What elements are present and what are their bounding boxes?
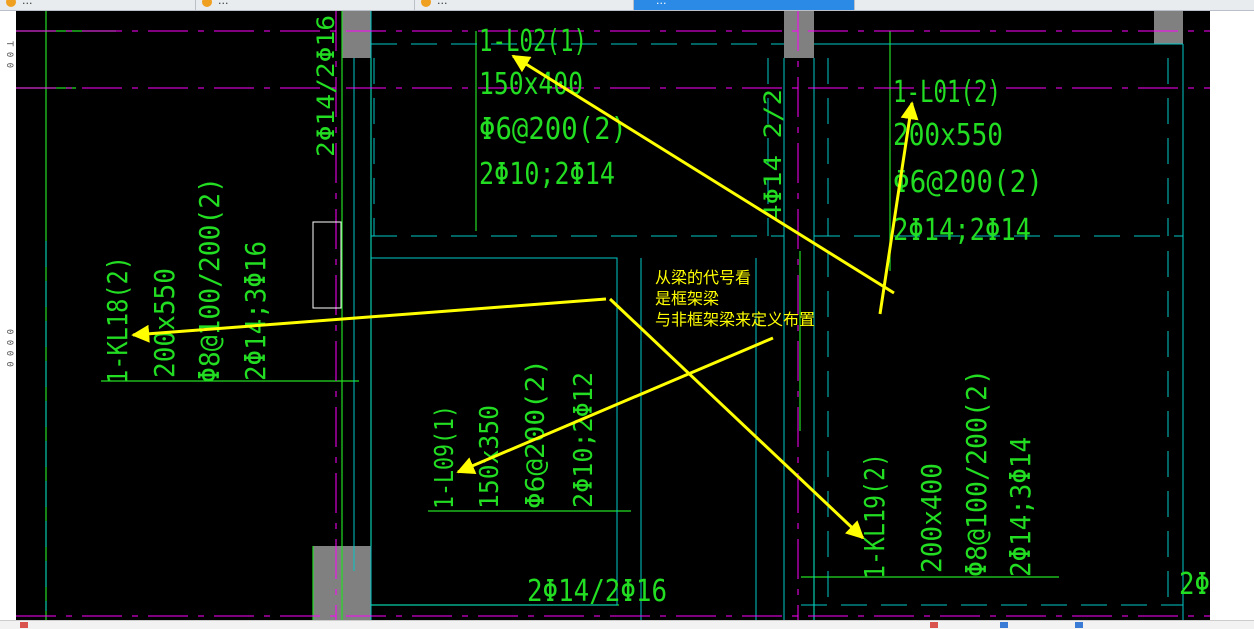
beam-l01-rebar: 2Φ14;2Φ14	[893, 213, 1031, 248]
column-block	[784, 11, 814, 58]
arrow-to-kl18	[131, 297, 607, 343]
magenta-lines	[16, 11, 1210, 620]
tab-favicon-icon	[202, 0, 212, 7]
annotation-line-2: 是框架梁	[655, 289, 719, 308]
beam-l02-size: 150x400	[479, 67, 583, 102]
beam-l02-rebar: 2Φ10;2Φ14	[479, 157, 615, 192]
browser-tab-2[interactable]: ...	[196, 0, 415, 10]
canvas-background	[16, 11, 1210, 620]
browser-tab-bar: ... ... ... ...	[0, 0, 1254, 11]
tab-favicon-icon	[421, 0, 431, 7]
arrow-to-l01	[878, 101, 919, 315]
annotation-note: 从梁的代号看 是框架梁 与非框架梁来定义布置	[655, 268, 815, 329]
beam-kl19-rebar: 2Φ14;3Φ14	[1004, 437, 1037, 577]
beam-kl18-name: 1-KL18(2)	[101, 256, 134, 384]
annotation-arrows	[131, 54, 919, 540]
column-block	[342, 11, 371, 58]
beam-kl19-name: 1-KL19(2)	[858, 453, 891, 579]
ruler-mid-marks: 0 0 0 0	[4, 329, 14, 367]
ruler-top-marks: T 0 0	[4, 41, 14, 69]
taskbar-app-icon[interactable]	[1075, 622, 1083, 628]
left-ruler: T 0 0 0 0 0 0	[0, 11, 16, 621]
browser-tab-3[interactable]: ...	[415, 0, 634, 10]
tab-favicon-icon	[6, 0, 16, 7]
annotation-line-3: 与非框架梁来定义布置	[655, 310, 815, 329]
beam-l02-name: 1-L02(1)	[479, 24, 587, 59]
browser-tab-1[interactable]: ...	[0, 0, 196, 10]
beam-l09-rebar: 2Φ10;2Φ12	[569, 372, 599, 508]
cad-drawing-canvas[interactable]: 1-L02(1) 150x400 Φ6@200(2) 2Φ10;2Φ14 1-L…	[16, 11, 1210, 620]
tab-3-label: ...	[437, 0, 448, 7]
beam-l01-name: 1-L01(2)	[893, 75, 1001, 110]
rebar-vertical-left: 2Φ14/2Φ16	[312, 15, 340, 157]
tab-4-label: ...	[656, 0, 667, 7]
taskbar-app-icon[interactable]	[930, 622, 938, 628]
rebar-bottom: 2Φ14/2Φ16	[527, 574, 667, 609]
opening-outline	[312, 221, 342, 309]
taskbar-app-icon[interactable]	[20, 622, 28, 628]
tab-1-label: ...	[22, 0, 33, 7]
column-block	[1154, 11, 1183, 44]
tab-2-label: ...	[218, 0, 229, 7]
beam-l02-stirrup: Φ6@200(2)	[479, 112, 627, 147]
right-margin	[1210, 11, 1254, 621]
arrow-to-l09	[456, 336, 774, 474]
beam-kl18-rebar: 2Φ14;3Φ16	[239, 241, 272, 381]
beam-kl18-size: 200x550	[148, 268, 181, 378]
arrow-to-kl19	[608, 297, 865, 540]
browser-tab-active[interactable]: ...	[634, 0, 855, 10]
beam-labels: 1-L02(1) 150x400 Φ6@200(2) 2Φ10;2Φ14 1-L…	[101, 15, 1210, 609]
beam-kl18-stirrup: Φ8@100/200(2)	[193, 177, 226, 383]
beam-kl19-stirrup: Φ8@100/200(2)	[960, 369, 993, 577]
rebar-right-edge: 2Φ	[1179, 567, 1210, 602]
rebar-vertical-mid: 4Φ14 2/2	[759, 89, 787, 221]
beam-l01-stirrup: Φ6@200(2)	[893, 165, 1043, 200]
beam-kl19-size: 200x400	[915, 463, 948, 573]
beam-l01-size: 200x550	[893, 118, 1003, 153]
arrow-to-l02	[511, 54, 895, 295]
beam-l09-name: 1-L09(1)	[430, 405, 460, 509]
annotation-line-1: 从梁的代号看	[655, 268, 751, 287]
taskbar-app-icon[interactable]	[1000, 622, 1008, 628]
bottom-taskbar	[0, 620, 1254, 629]
